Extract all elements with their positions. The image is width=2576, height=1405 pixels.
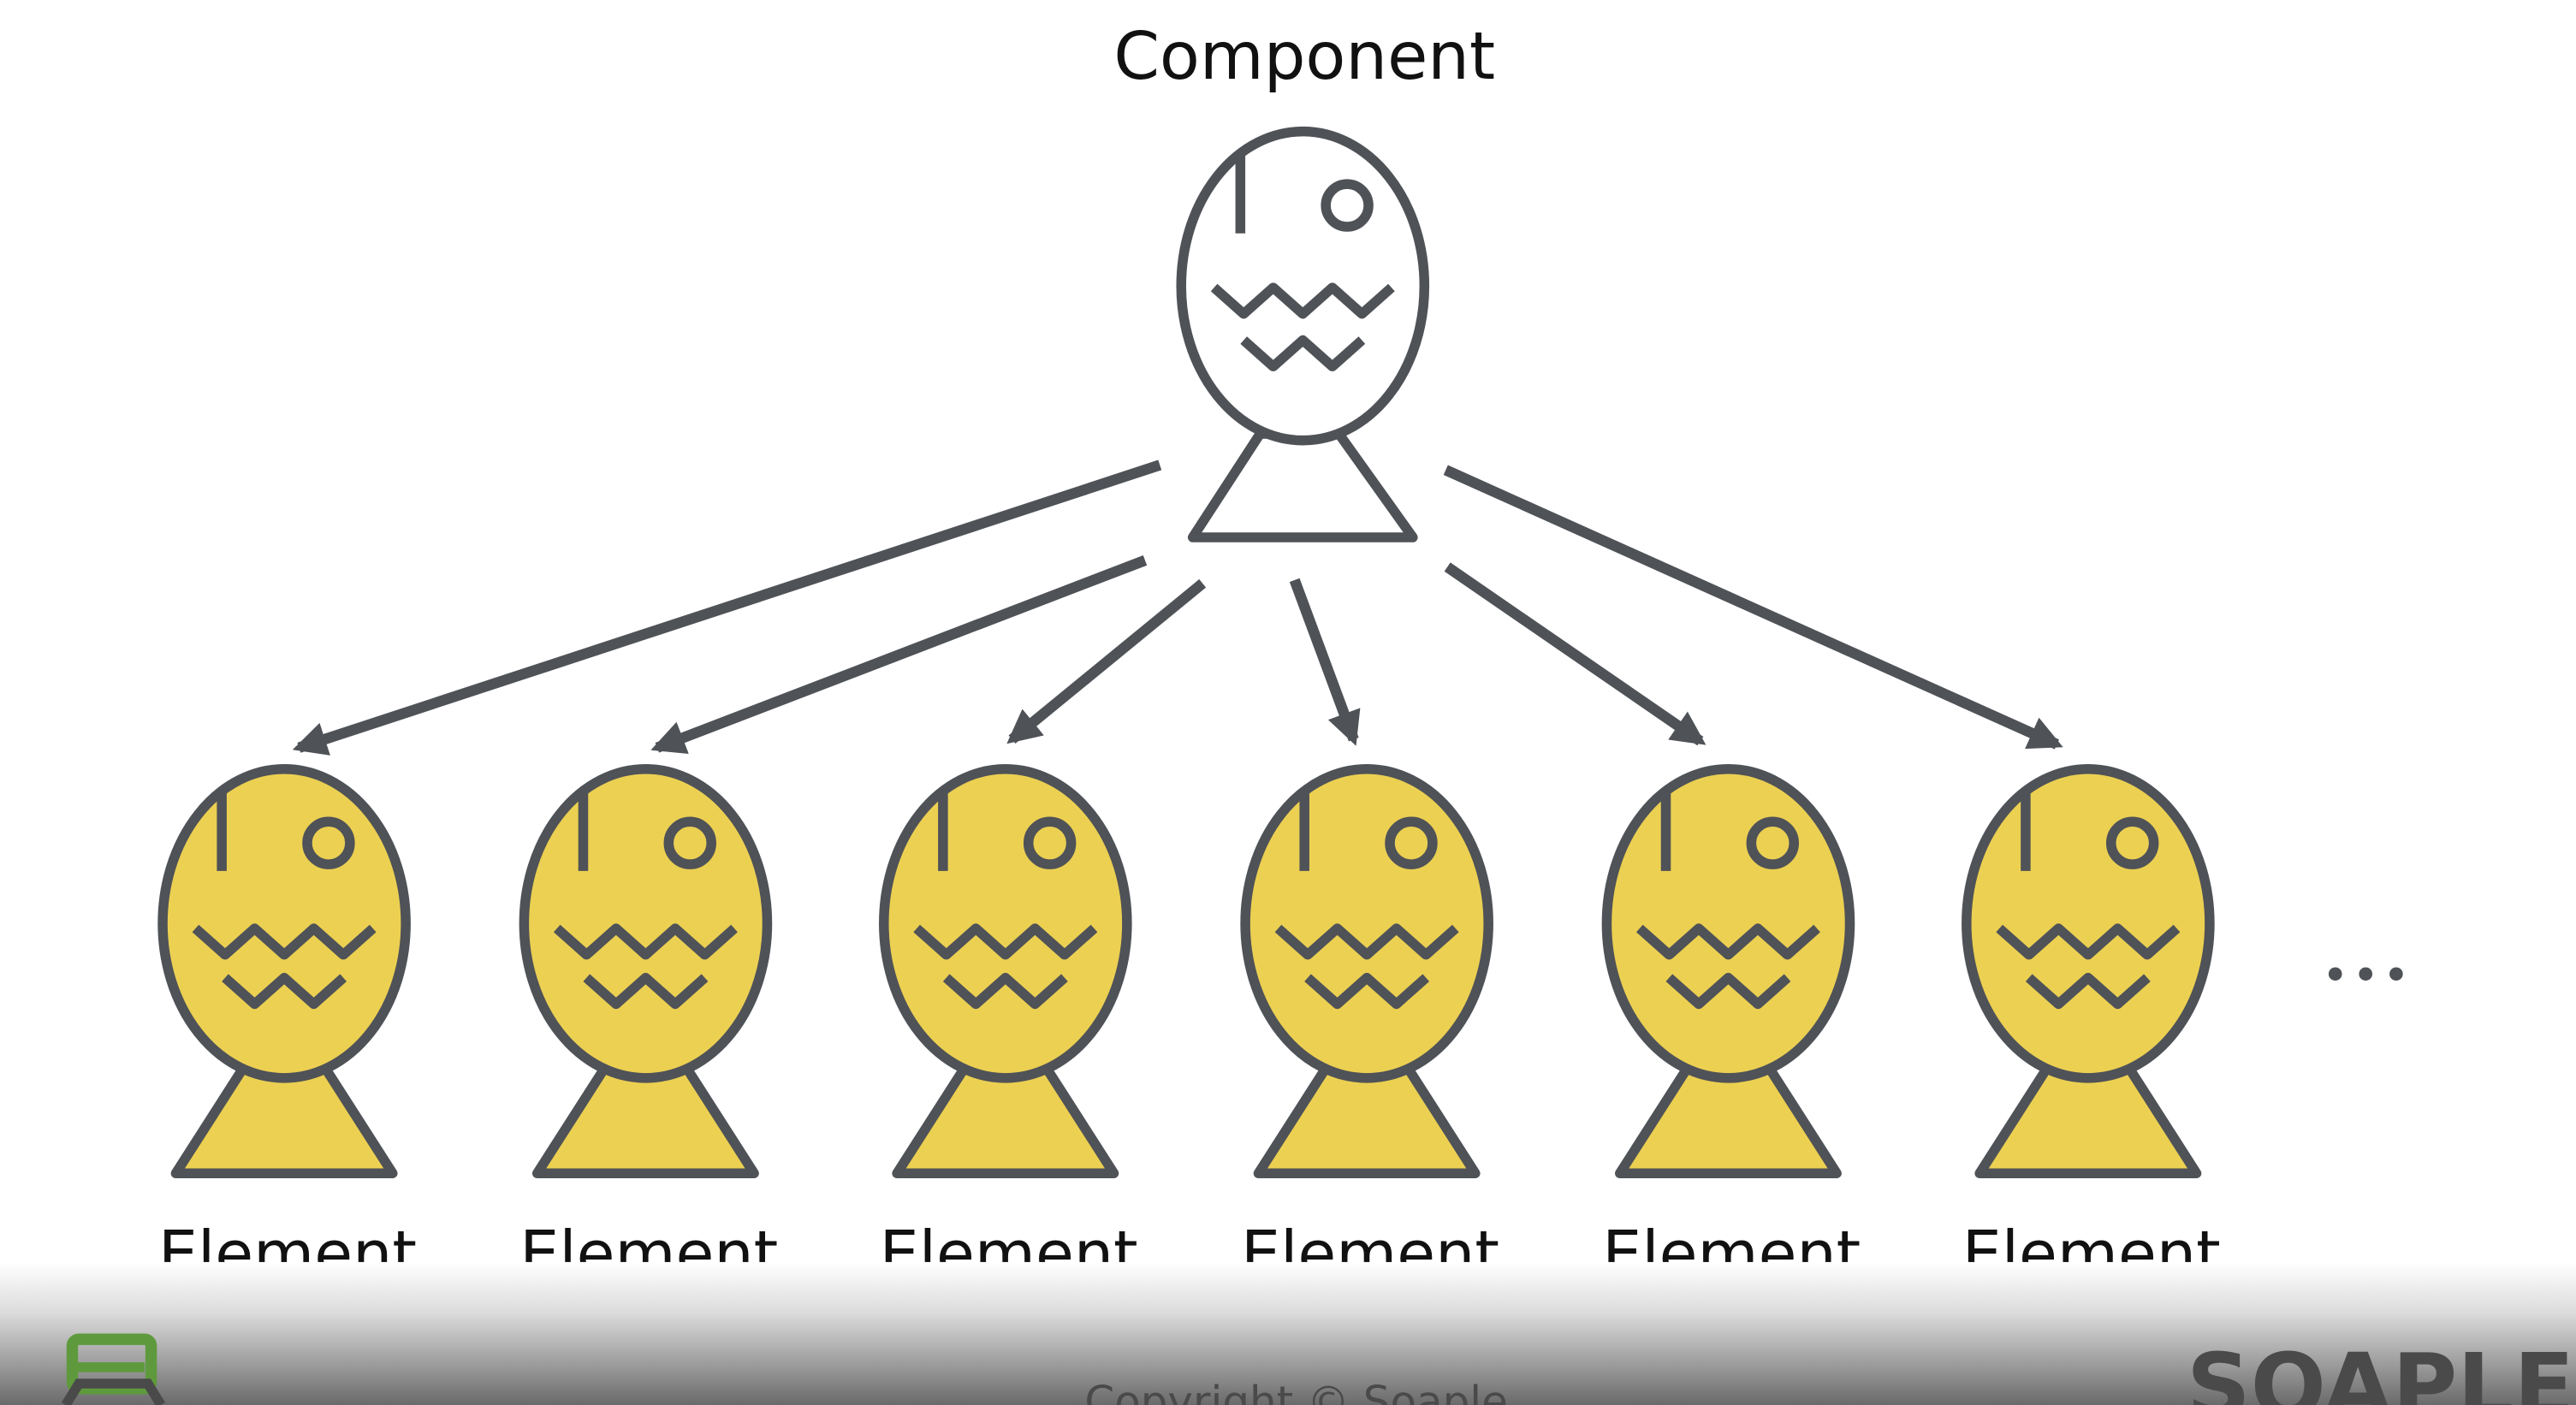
- arrows-group: [292, 459, 2063, 756]
- soaple-logo-icon: [61, 1333, 166, 1405]
- arrow-to-element-3: [1006, 578, 1207, 744]
- footer-copyright: Copyright © Soaple: [1084, 1377, 1507, 1405]
- element-node-4: [1240, 764, 1493, 1178]
- element-node-1: [157, 764, 411, 1178]
- footer-brand: SOAPLE: [2187, 1335, 2574, 1405]
- arrow-to-element-5: [1444, 562, 1706, 746]
- root-label: Component: [1113, 19, 1495, 95]
- footer-band: [0, 1261, 2576, 1405]
- element-node-2: [519, 764, 773, 1178]
- element-node-3: [879, 764, 1132, 1178]
- arrow-to-element-6: [1443, 465, 2063, 750]
- arrow-to-element-1: [292, 459, 1162, 756]
- element-node-5: [1601, 764, 1855, 1178]
- element-node-6: [1962, 764, 2215, 1178]
- more-elements-ellipsis: •••: [2322, 948, 2413, 1002]
- arrow-to-element-4: [1289, 578, 1361, 746]
- arrow-to-element-2: [650, 555, 1148, 755]
- root-fish-icon: [1176, 126, 1430, 542]
